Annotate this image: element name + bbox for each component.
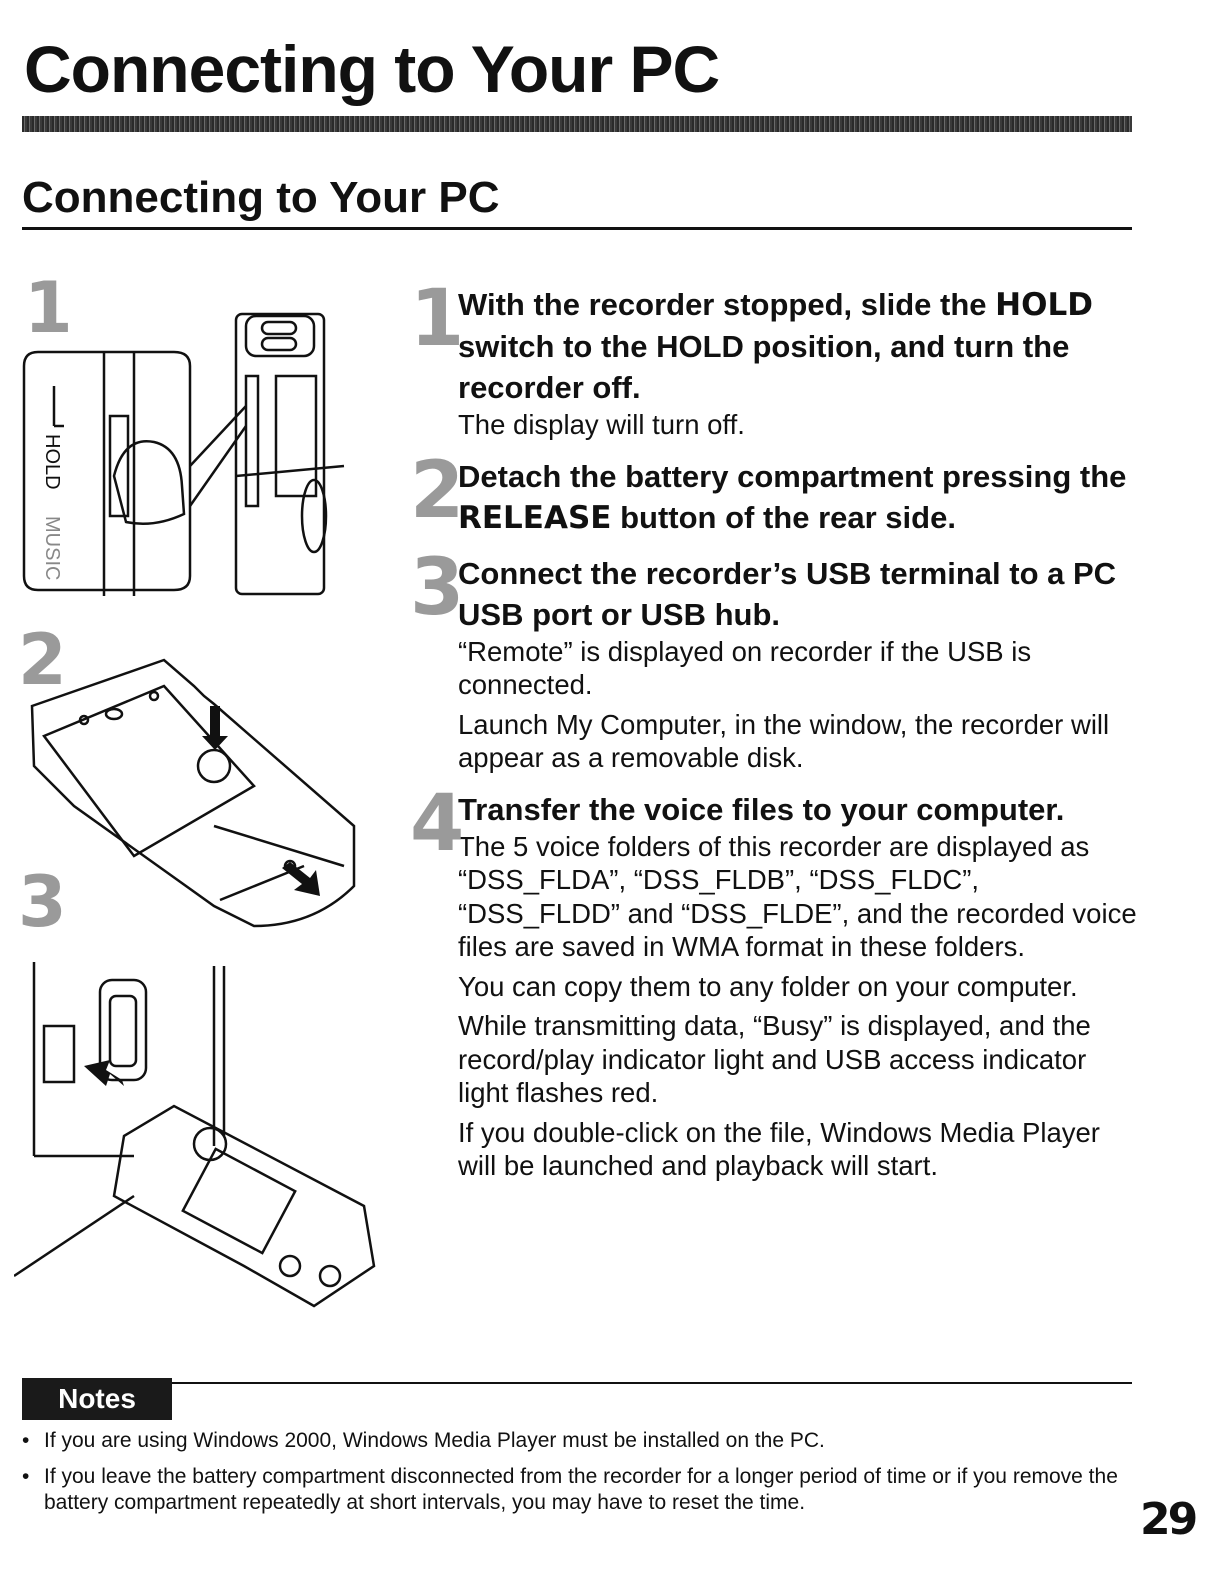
figure-label-2: 2: [18, 619, 67, 701]
figure-label-1: 1: [24, 267, 73, 349]
step-text: The display will turn off.: [458, 409, 745, 440]
section-rule: [22, 227, 1132, 230]
notes-label: Notes: [22, 1378, 172, 1420]
figure-label-3: 3: [18, 861, 67, 943]
step-heading: Detach the battery compartment pressing …: [458, 458, 1127, 536]
hold-label: HOLD: [41, 434, 63, 490]
step-4: 4 Transfer the voice files to your compu…: [410, 778, 1140, 1183]
usb-connection-figure: [14, 962, 376, 1308]
step-1: 1 With the recorder stopped, slide the H…: [410, 274, 1140, 442]
step-number: 2: [410, 445, 465, 536]
step-number: 3: [410, 542, 465, 633]
step-text: While transmitting data, “Busy” is displ…: [458, 1010, 1091, 1108]
battery-detach-figure: [30, 658, 356, 928]
page-title: Connecting to Your PC: [24, 32, 720, 106]
notes-list: If you are using Windows 2000, Windows M…: [22, 1428, 1142, 1526]
step-heading: Connect the recorder’s USB terminal to a…: [458, 555, 1117, 632]
hold-switch-figure: [22, 312, 345, 596]
step-3: 3 Connect the recorder’s USB terminal to…: [410, 542, 1140, 775]
connection-illustration: 1 2 3 HOLD MUSIC: [14, 267, 376, 1308]
note-item: If you leave the battery compartment dis…: [22, 1464, 1142, 1516]
step-text: If you double-click on the file, Windows…: [458, 1116, 1100, 1182]
step-text: You can copy them to any folder on your …: [458, 970, 1078, 1002]
step-text: The 5 voice folders of this recorder are…: [458, 830, 1137, 963]
music-label: MUSIC: [41, 516, 63, 580]
step-text: Launch My Computer, in the window, the r…: [458, 708, 1110, 774]
step-number: 4: [410, 778, 465, 869]
step-text: “Remote” is displayed on recorder if the…: [458, 635, 1032, 701]
note-item: If you are using Windows 2000, Windows M…: [22, 1428, 1142, 1454]
title-underline-bar: [22, 116, 1132, 132]
section-title: Connecting to Your PC: [22, 173, 500, 222]
step-heading: Transfer the voice files to your compute…: [458, 791, 1065, 827]
step-2: 2 Detach the battery compartment pressin…: [410, 445, 1140, 539]
step-heading: With the recorder stopped, slide the HOL…: [458, 287, 1093, 405]
step-number: 1: [410, 274, 465, 364]
page-number: 29: [1140, 1494, 1198, 1545]
notes-rule: [22, 1382, 1132, 1384]
direction-arrows: [84, 706, 320, 1086]
steps-list: 1 With the recorder stopped, slide the H…: [410, 274, 1140, 1197]
